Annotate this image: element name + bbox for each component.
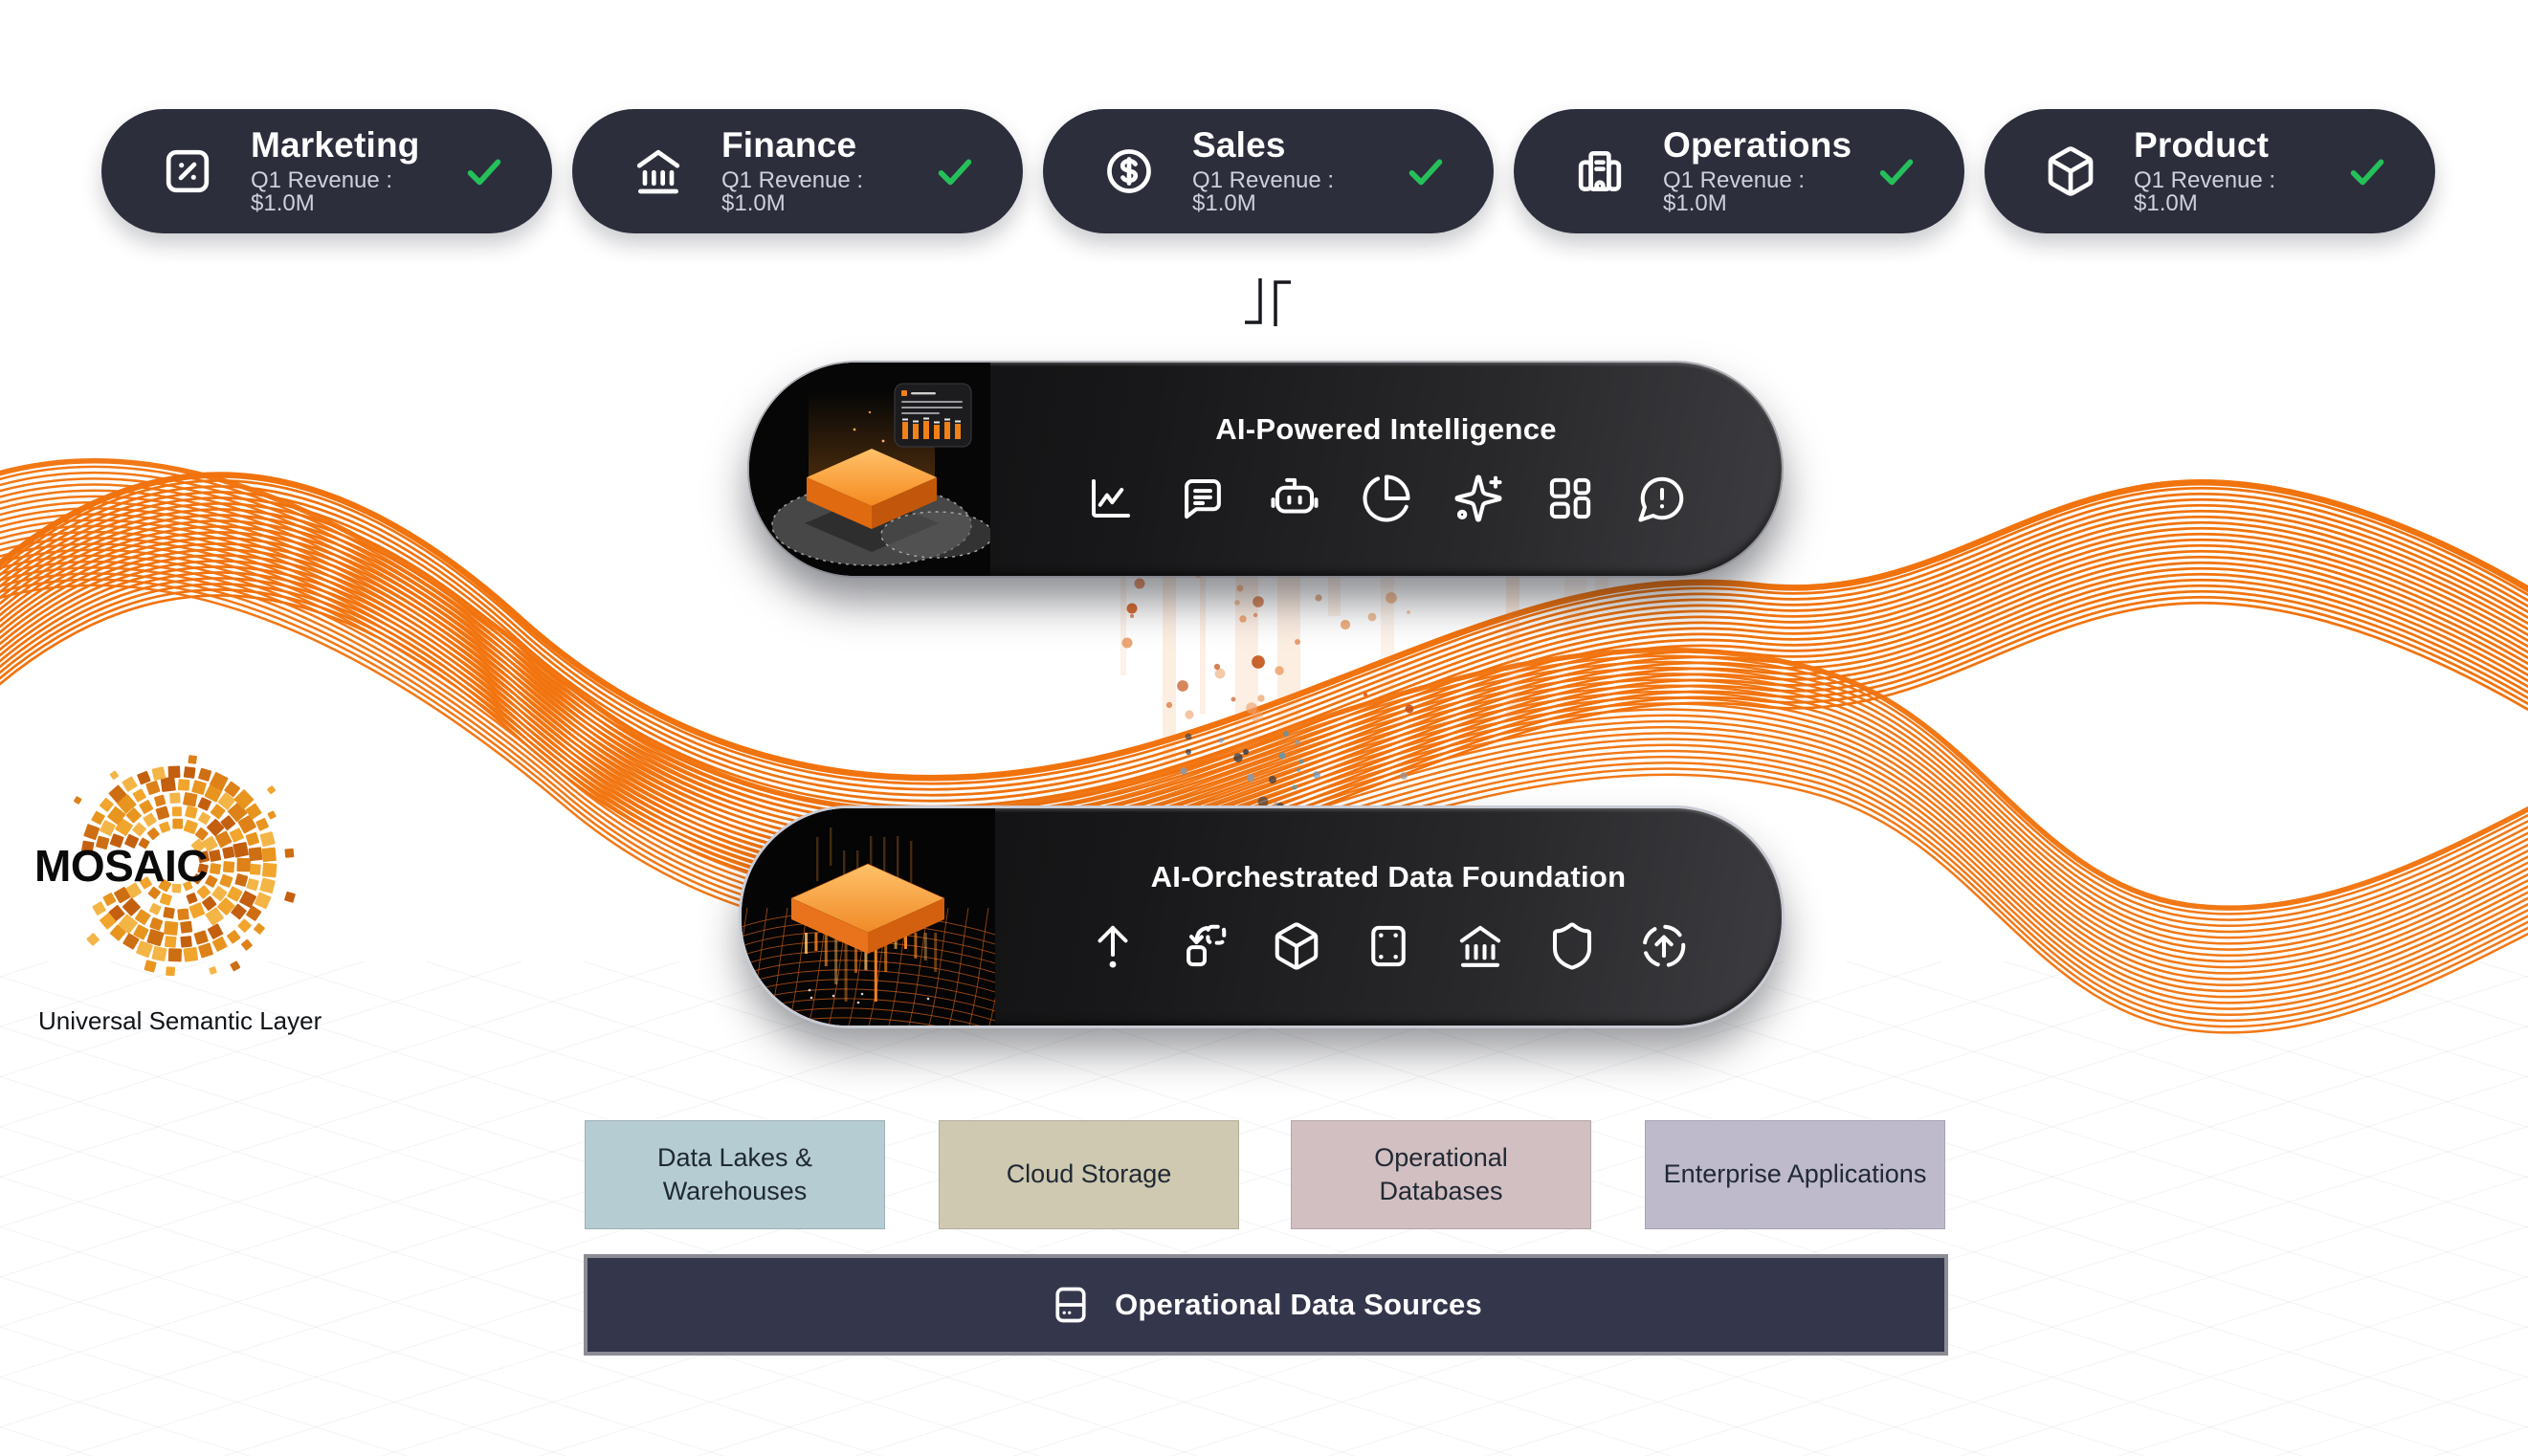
proportions-icon (1363, 920, 1414, 972)
check-icon (933, 149, 977, 193)
source-box-label: Cloud Storage (1006, 1159, 1172, 1189)
source-box-label: Enterprise Applications (1663, 1159, 1927, 1189)
package-icon (1271, 920, 1322, 972)
refresh-up-icon (1638, 920, 1690, 972)
bank-icon (632, 144, 685, 198)
bot-icon (1269, 473, 1320, 524)
department-card-operations: Operations Q1 Revenue : $1.0M (1514, 109, 1964, 233)
department-card-marketing: Marketing Q1 Revenue : $1.0M (101, 109, 552, 233)
sparkles-icon (1452, 473, 1504, 524)
cube-icon (2044, 144, 2097, 198)
landmark-icon (1454, 920, 1506, 972)
data-sources-label: Operational Data Sources (1115, 1288, 1482, 1321)
message-circle-warning-icon (1636, 473, 1688, 524)
arrow-up-from-dot-icon (1087, 920, 1139, 972)
check-icon (1874, 149, 1918, 193)
dollar-circle-icon (1102, 144, 1156, 198)
mini-dashboard-card (894, 383, 972, 448)
ai-orchestrated-data-foundation-panel: AI-Orchestrated Data Foundation (742, 808, 1782, 1026)
semantic-layer-caption: Universal Semantic Layer (38, 1006, 322, 1035)
department-card-finance: Finance Q1 Revenue : $1.0M (572, 109, 1023, 233)
department-title: Marketing (251, 125, 420, 165)
ai-powered-intelligence-panel: AI-Powered Intelligence (749, 363, 1782, 576)
replace-icon (1179, 920, 1231, 972)
source-box-cloud-storage: Cloud Storage (939, 1120, 1239, 1229)
source-box-label: Data Lakes & Warehouses (656, 1142, 813, 1205)
check-icon (2345, 149, 2389, 193)
hard-drive-icon (1050, 1284, 1092, 1326)
operational-data-sources-bar: Operational Data Sources (584, 1254, 1948, 1356)
message-square-text-icon (1177, 473, 1229, 524)
pie-chart-icon (1361, 473, 1412, 524)
department-title: Finance (721, 125, 857, 165)
connector-lines (1245, 278, 1291, 326)
intelligence-artwork (749, 363, 990, 576)
check-icon (462, 149, 506, 193)
source-box-data-lakes: Data Lakes & Warehouses (585, 1120, 885, 1229)
source-box-enterprise-applications: Enterprise Applications (1645, 1120, 1945, 1229)
source-box-label: Operational Databases (1374, 1142, 1508, 1205)
orange-particles (1121, 557, 1414, 723)
department-title: Product (2134, 125, 2270, 165)
brand-name: MOSAIC (34, 841, 209, 891)
check-icon (1404, 149, 1448, 193)
chart-line-icon (1085, 473, 1137, 524)
department-revenue: Q1 Revenue : $1.0M (2134, 167, 2276, 216)
department-revenue: Q1 Revenue : $1.0M (1192, 167, 1335, 216)
layout-blocks-icon (1544, 473, 1596, 524)
building-icon (1573, 144, 1627, 198)
department-title: Operations (1663, 125, 1852, 165)
foundation-artwork (742, 808, 995, 1026)
department-revenue: Q1 Revenue : $1.0M (1663, 167, 1806, 216)
mosaic-logo (74, 755, 296, 977)
source-box-operational-databases: Operational Databases (1291, 1120, 1591, 1229)
department-title: Sales (1192, 125, 1286, 165)
foundation-title: AI-Orchestrated Data Foundation (1150, 860, 1627, 893)
department-card-sales: Sales Q1 Revenue : $1.0M (1043, 109, 1494, 233)
intelligence-title: AI-Powered Intelligence (1215, 412, 1557, 446)
department-card-product: Product Q1 Revenue : $1.0M (1985, 109, 2435, 233)
department-revenue: Q1 Revenue : $1.0M (721, 167, 864, 216)
percent-square-icon (161, 144, 214, 198)
department-revenue: Q1 Revenue : $1.0M (251, 167, 393, 216)
shield-icon (1546, 920, 1598, 972)
